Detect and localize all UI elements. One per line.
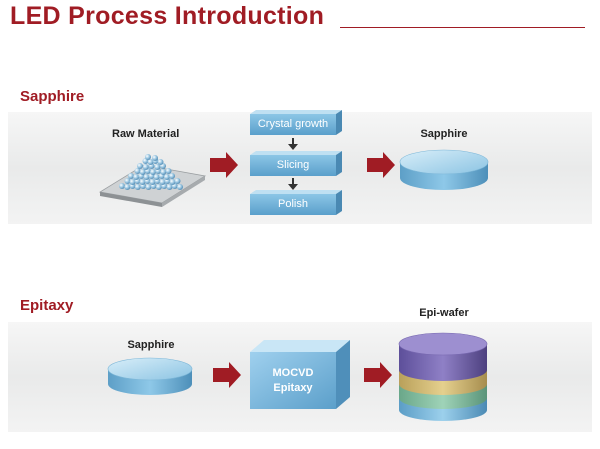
sapphire-input-label: Sapphire [127,339,175,351]
material-bead [124,178,131,184]
material-bead [165,168,172,174]
material-bead [142,164,149,170]
material-bead [154,164,161,170]
sapphire-section-title: Sapphire [20,88,85,105]
material-bead [160,169,167,175]
sapphire-disc-icon [399,149,489,190]
material-bead [124,184,131,190]
step-label-crystal-growth: Crystal growth [257,118,329,130]
sapphire-output-label: Sapphire [420,128,468,140]
title-divider [340,27,585,28]
material-bead [137,163,143,169]
raw-material-icon [98,154,207,207]
step-box-crystal-growth [250,110,342,135]
material-bead [152,155,158,161]
epi-wafer-label: Epi-wafer [419,307,469,319]
material-bead [133,174,140,180]
arrow-down-icon [288,178,298,190]
arrow-right-icon [210,152,238,178]
material-bead [134,184,141,190]
arrow-right-icon [367,152,395,178]
mocvd-label-line2: Epitaxy [273,382,313,394]
material-bead [174,178,181,184]
material-bead [129,179,136,185]
material-bead [150,169,156,175]
material-bead [143,174,150,180]
sapphire-disc-icon [107,357,193,395]
mocvd-reactor-cube [250,340,350,409]
material-bead [169,173,175,179]
material-bead [145,154,151,160]
step-label-polish: Polish [278,198,308,210]
mocvd-label-line1: MOCVD [272,367,314,379]
material-bead [177,184,183,190]
epitaxy-section-title: Epitaxy [20,297,74,314]
material-bead [139,169,146,175]
arrow-down-icon [288,138,298,150]
material-bead [128,173,134,179]
material-bead [155,184,162,190]
material-bead [169,179,176,185]
material-bead [145,184,152,190]
arrow-right-icon [364,362,392,388]
material-bead [159,179,166,185]
epi-wafer-stack-icon [398,332,488,421]
raw-material-label: Raw Material [112,128,180,140]
page-title: LED Process Introduction [10,2,325,30]
material-bead [166,184,173,190]
material-bead [157,159,164,165]
material-bead [134,168,141,174]
arrow-right-icon [213,362,241,388]
step-box-slicing [250,151,342,176]
material-bead [163,174,170,180]
material-bead [149,179,156,185]
step-label-slicing: Slicing [276,159,310,171]
material-bead [139,179,146,185]
material-bead [153,174,160,180]
material-bead [119,183,125,189]
step-box-polish [250,190,342,215]
material-bead [147,159,154,165]
